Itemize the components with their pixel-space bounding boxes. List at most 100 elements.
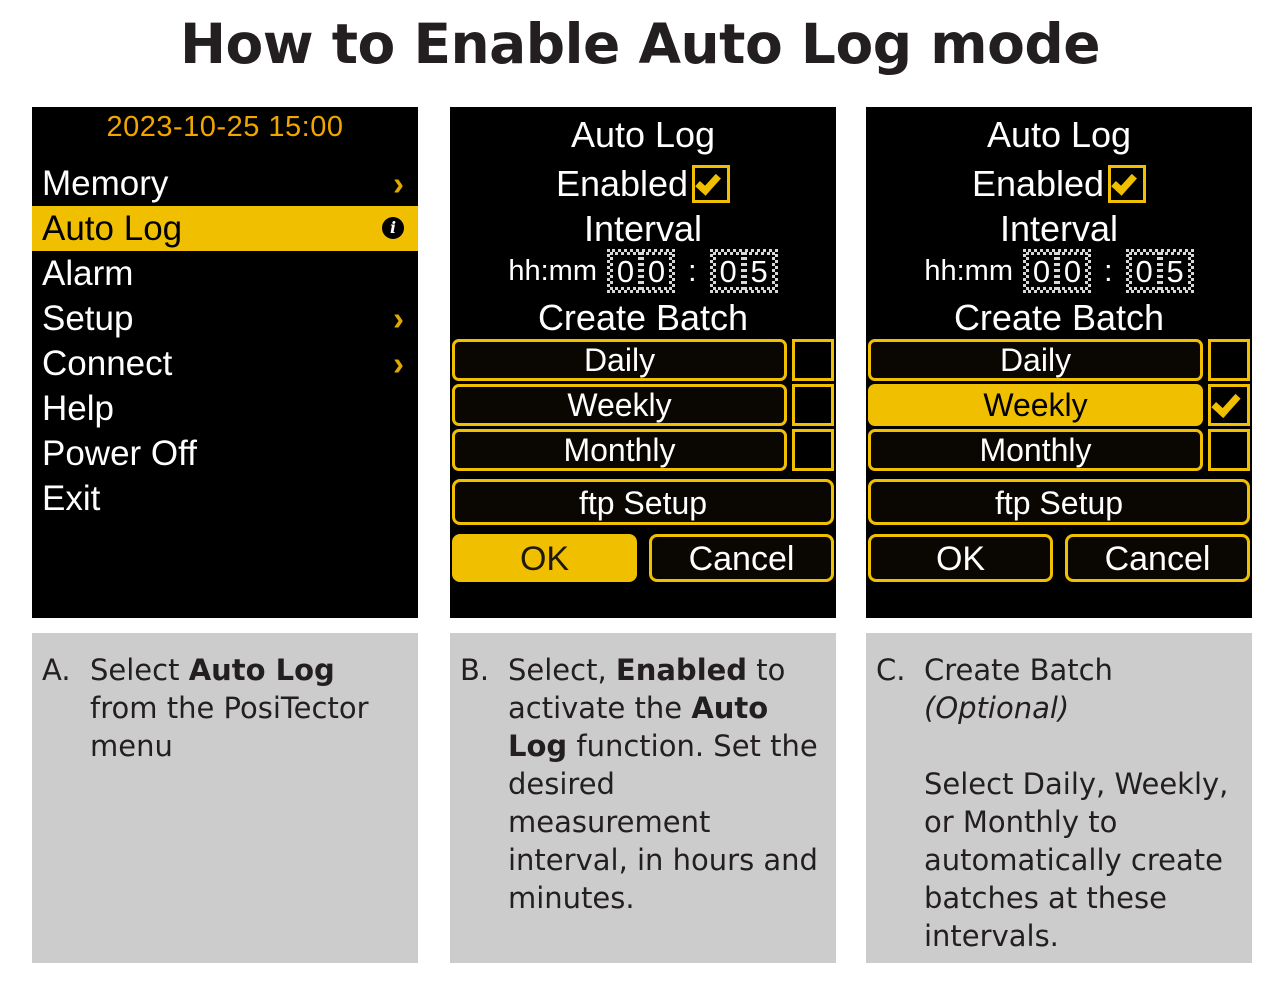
menu-item-label: Setup	[42, 299, 134, 338]
caption-a: A. Select Auto Log from the PosiTector m…	[32, 633, 418, 963]
batch-checkbox-monthly[interactable]	[1208, 429, 1250, 471]
caption-fragment: to activate the	[508, 653, 786, 725]
caption-b: B. Select, Enabled to activate the Auto …	[450, 633, 836, 963]
dialog-title: Auto Log	[986, 114, 1132, 155]
dialog-title: Auto Log	[570, 114, 716, 155]
interval-label: Interval	[999, 208, 1119, 249]
caption-fragment: Create Batch	[924, 653, 1113, 687]
time-colon: :	[688, 253, 697, 288]
batch-button-monthly[interactable]: Monthly	[868, 429, 1203, 471]
minutes-digit-1[interactable]: 5	[1159, 252, 1191, 290]
enabled-checkbox[interactable]	[692, 165, 731, 203]
batch-row: Daily	[868, 339, 1250, 381]
menu-item-memory[interactable]: Memory›	[32, 161, 418, 206]
ftp-setup-button[interactable]: ftp Setup	[452, 479, 834, 525]
menu-item-alarm[interactable]: Alarm	[32, 251, 418, 296]
menu-item-label: Help	[42, 389, 114, 428]
status-bar-datetime: 2023-10-25 15:00	[106, 111, 344, 143]
menu-item-label: Connect	[42, 344, 173, 383]
hours-digit-1[interactable]: 0	[1057, 252, 1088, 290]
caption-fragment: Select Daily, Weekly, or Monthly to auto…	[924, 767, 1229, 953]
minutes-digit-0[interactable]: 0	[1128, 252, 1160, 290]
interval-label: Interval	[583, 208, 703, 249]
ok-button[interactable]: OK	[452, 534, 637, 582]
caption-b-text: Select, Enabled to activate the Auto Log…	[508, 651, 822, 917]
hours-digit-0[interactable]: 0	[1026, 252, 1057, 290]
batch-row: Weekly	[868, 384, 1250, 426]
menu-item-exit[interactable]: Exit	[32, 476, 418, 521]
caption-fragment: Auto Log	[188, 653, 335, 687]
minutes-digit-1[interactable]: 5	[743, 252, 775, 290]
minutes-digit-0[interactable]: 0	[712, 252, 744, 290]
cancel-button[interactable]: Cancel	[649, 534, 834, 582]
caption-spacer	[924, 727, 1238, 765]
ok-button[interactable]: OK	[868, 534, 1053, 582]
batch-button-daily[interactable]: Daily	[868, 339, 1203, 381]
menu-item-connect[interactable]: Connect ›	[32, 341, 418, 386]
caption-c: C. Create Batch (Optional)Select Daily, …	[866, 633, 1252, 963]
batch-button-weekly[interactable]: Weekly	[452, 384, 787, 426]
menu-item-label: Exit	[42, 479, 101, 518]
hhmm-label: hh:mm	[924, 254, 1013, 287]
batch-checkbox-weekly[interactable]	[792, 384, 834, 426]
info-icon[interactable]: i	[382, 217, 404, 239]
chevron-right-icon: ›	[393, 345, 404, 382]
batch-row: Daily	[452, 339, 834, 381]
batch-checkbox-weekly[interactable]	[1208, 384, 1250, 426]
menu-item-label: Power Off	[42, 434, 197, 473]
caption-fragment: Enabled	[615, 653, 748, 687]
caption-a-text: Select Auto Log from the PosiTector menu	[90, 651, 404, 765]
batch-row: Monthly	[452, 429, 834, 471]
menu-item-power-off[interactable]: Power Off	[32, 431, 418, 476]
enabled-label: Enabled	[971, 163, 1105, 204]
hours-digit-0[interactable]: 0	[610, 252, 641, 290]
menu-item-label: Memory	[42, 164, 169, 203]
caption-b-letter: B.	[460, 653, 490, 687]
caption-c-letter: C.	[876, 653, 906, 687]
ftp-setup-button[interactable]: ftp Setup	[868, 479, 1250, 525]
batch-button-daily[interactable]: Daily	[452, 339, 787, 381]
time-colon: :	[1104, 253, 1113, 288]
batch-checkbox-monthly[interactable]	[792, 429, 834, 471]
batch-checkbox-daily[interactable]	[1208, 339, 1250, 381]
menu-item-setup[interactable]: Setup ›	[32, 296, 418, 341]
menu-item-help[interactable]: Help	[32, 386, 418, 431]
enabled-label: Enabled	[555, 163, 689, 204]
enabled-row[interactable]: Enabled	[450, 163, 836, 205]
caption-fragment: Auto Log	[508, 691, 769, 763]
batch-button-weekly[interactable]: Weekly	[868, 384, 1203, 426]
enabled-checkbox[interactable]	[1108, 165, 1147, 203]
caption-fragment: Select	[90, 653, 189, 687]
batch-checkbox-daily[interactable]	[792, 339, 834, 381]
cancel-button[interactable]: Cancel	[1065, 534, 1250, 582]
batch-row: Monthly	[868, 429, 1250, 471]
hours-digit-1[interactable]: 0	[641, 252, 672, 290]
hhmm-label: hh:mm	[508, 254, 597, 287]
create-batch-label: Create Batch	[537, 297, 749, 338]
batch-button-monthly[interactable]: Monthly	[452, 429, 787, 471]
chevron-right-icon: ›	[393, 300, 404, 337]
create-batch-label: Create Batch	[953, 297, 1165, 338]
enabled-row[interactable]: Enabled	[866, 163, 1252, 205]
caption-c-text: Create Batch (Optional)Select Daily, Wee…	[924, 651, 1238, 955]
caption-fragment: from the PosiTector menu	[90, 691, 369, 763]
caption-fragment: Select,	[508, 653, 616, 687]
